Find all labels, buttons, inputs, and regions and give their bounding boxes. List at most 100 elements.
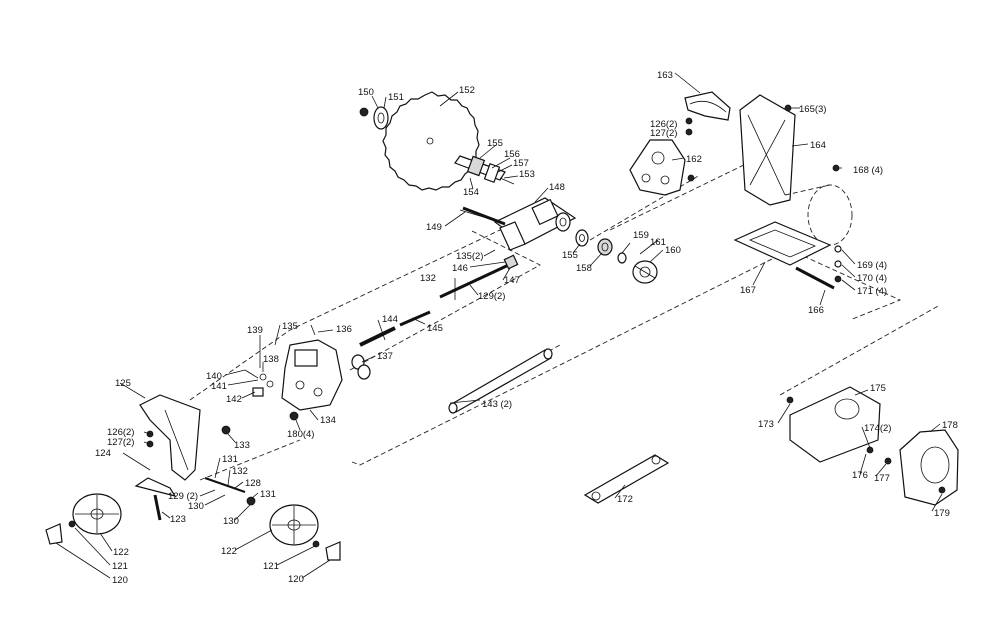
- label-154: 154: [463, 187, 479, 198]
- motor-base-plate: [733, 221, 832, 266]
- label-126-2-lower: 126(2): [107, 427, 134, 438]
- label-126-2-upper: 126(2): [650, 119, 677, 130]
- label-132-upper: 132: [420, 273, 436, 284]
- crank-handle-left: [45, 523, 63, 545]
- label-121-left: 121: [112, 561, 128, 572]
- label-130-upper: 130: [188, 501, 204, 512]
- label-142: 142: [226, 394, 242, 405]
- gear-housing: [281, 339, 343, 411]
- crank-handle-right: [325, 541, 341, 561]
- label-120-right: 120: [288, 574, 304, 585]
- label-162: 162: [686, 154, 702, 165]
- label-136: 136: [336, 324, 352, 335]
- label-140: 140: [206, 371, 222, 382]
- arbor-nut: [359, 107, 369, 117]
- label-161: 161: [650, 237, 666, 248]
- tilt-shaft: [359, 310, 431, 347]
- blade-arbor: [454, 155, 515, 185]
- hex-screws: [685, 104, 842, 283]
- bevel-gear: [351, 354, 371, 380]
- small-parts-center: [221, 324, 316, 435]
- label-145: 145: [427, 323, 443, 334]
- arbor-pivot-shaft: [462, 206, 506, 226]
- label-141: 141: [211, 381, 227, 392]
- label-122-left: 122: [113, 547, 129, 558]
- motor-slide-rod: [795, 266, 835, 290]
- set-collar: [617, 252, 627, 264]
- label-163: 163: [657, 70, 673, 81]
- label-134: 134: [320, 415, 336, 426]
- leader-lines: [55, 72, 943, 579]
- label-151: 151: [388, 92, 404, 103]
- belt-guard-cover: [899, 429, 959, 506]
- part-number-labels: 150 151 152 155 156 157 153 154 148 149 …: [95, 70, 958, 586]
- label-149: 149: [426, 222, 442, 233]
- label-147: 147: [504, 275, 520, 286]
- label-124: 124: [95, 448, 111, 459]
- pulley-sleeve: [597, 238, 613, 256]
- lower-shaft-parts: [68, 430, 320, 548]
- label-137: 137: [377, 351, 393, 362]
- label-132-lower: 132: [232, 466, 248, 477]
- label-180: 180(4): [287, 429, 314, 440]
- label-135-2: 135(2): [456, 251, 483, 262]
- label-122-right: 122: [221, 546, 237, 557]
- label-128: 128: [245, 478, 261, 489]
- label-127-2-lower: 127(2): [107, 437, 134, 448]
- left-frame-casting: [139, 394, 201, 481]
- label-158: 158: [576, 263, 592, 274]
- label-152: 152: [459, 85, 475, 96]
- label-179: 179: [934, 508, 950, 519]
- label-146: 146: [452, 263, 468, 274]
- bearing: [575, 229, 589, 247]
- label-155-upper: 155: [487, 138, 503, 149]
- saw-blade: [382, 91, 480, 191]
- label-129-2-lower: 129 (2): [168, 491, 198, 502]
- label-156: 156: [504, 149, 520, 160]
- label-176: 176: [852, 470, 868, 481]
- label-173: 173: [758, 419, 774, 430]
- label-157: 157: [513, 158, 529, 169]
- label-170: 170 (4): [857, 273, 887, 284]
- bracket-guard: [684, 91, 731, 121]
- guard-fasteners: [786, 396, 946, 494]
- label-123: 123: [170, 514, 186, 525]
- label-166: 166: [808, 305, 824, 316]
- label-160: 160: [665, 245, 681, 256]
- label-148: 148: [549, 182, 565, 193]
- label-164: 164: [810, 140, 826, 151]
- label-143: 143 (2): [482, 399, 512, 410]
- label-159: 159: [633, 230, 649, 241]
- label-171: 171 (4): [857, 286, 887, 297]
- trunnion-tube: [448, 348, 553, 414]
- label-168: 168 (4): [853, 165, 883, 176]
- label-155-lower: 155: [562, 250, 578, 261]
- handwheel-right: [269, 504, 319, 546]
- elevation-shaft: [439, 254, 519, 299]
- arbor-housing: [459, 197, 577, 251]
- label-120-left: 120: [112, 575, 128, 586]
- trunnion-bracket: [629, 139, 686, 196]
- label-174: 174(2): [864, 423, 891, 434]
- label-125: 125: [115, 378, 131, 389]
- label-167: 167: [740, 285, 756, 296]
- arbor-wrench: [583, 454, 670, 504]
- label-178: 178: [942, 420, 958, 431]
- label-121-right: 121: [263, 561, 279, 572]
- label-165: 165(3): [799, 104, 826, 115]
- label-150: 150: [358, 87, 374, 98]
- label-131-lower: 131: [260, 489, 276, 500]
- label-133: 133: [234, 440, 250, 451]
- label-130-lower: 130: [223, 516, 239, 527]
- label-139: 139: [247, 325, 263, 336]
- blade-flange-outer: [373, 106, 389, 130]
- label-169: 169 (4): [857, 260, 887, 271]
- label-177: 177: [874, 473, 890, 484]
- label-144: 144: [382, 314, 398, 325]
- belt-guard-bracket: [789, 386, 881, 463]
- label-129-2-upper: 129(2): [478, 291, 505, 302]
- label-127-2-upper: 127(2): [650, 128, 677, 139]
- drive-pulley: [632, 260, 658, 284]
- label-138: 138: [263, 354, 279, 365]
